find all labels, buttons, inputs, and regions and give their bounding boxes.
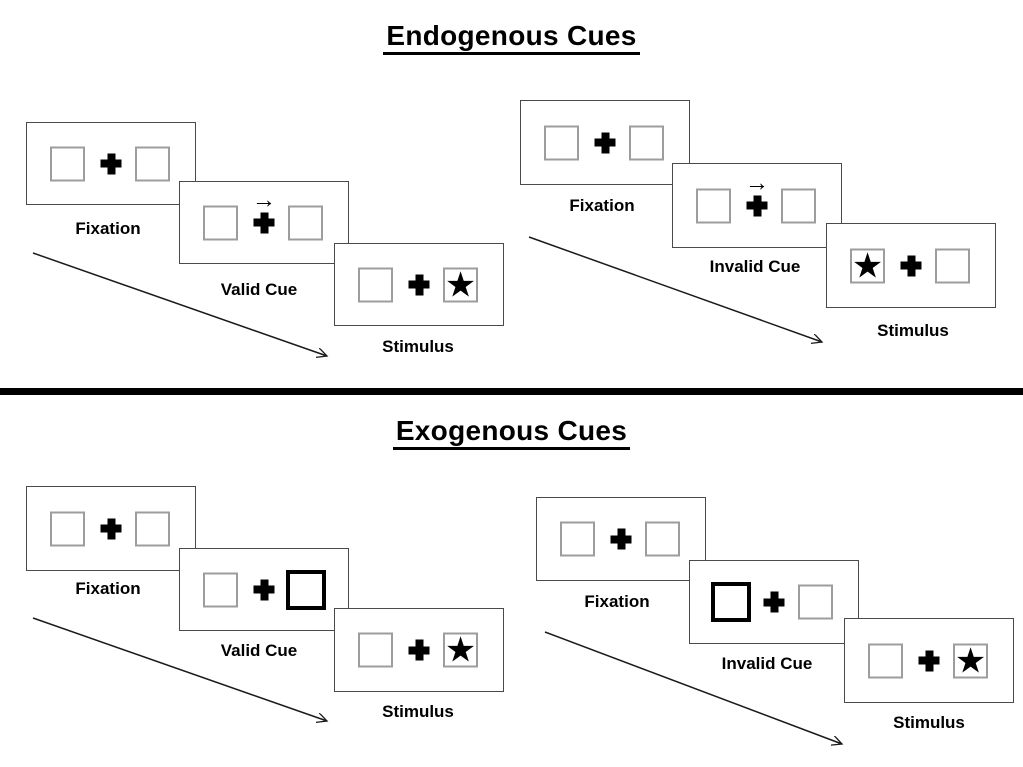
- panel-endogenous-invalid-fixation: [520, 100, 690, 185]
- fixation-cross: [409, 640, 430, 661]
- panel-label: Fixation: [584, 592, 650, 611]
- fixation-cross: [409, 274, 430, 295]
- panel-endogenous-invalid-stimulus: ★: [826, 223, 996, 308]
- fixation-cross: [611, 529, 632, 550]
- panel-label: Fixation: [75, 579, 141, 598]
- target-box-left: ★: [850, 248, 885, 283]
- target-box-right: ★: [443, 267, 478, 302]
- fixation-cross-icon: [901, 255, 922, 276]
- section-title-exogenous: Exogenous Cues: [0, 415, 1023, 450]
- placeholder-box-right: [135, 511, 170, 546]
- panel-label: Stimulus: [382, 337, 454, 356]
- section-title-endogenous-text: Endogenous Cues: [383, 20, 640, 55]
- central-cue: →: [745, 171, 769, 216]
- panel-label: Valid Cue: [220, 641, 298, 660]
- panel-exogenous-invalid-cue: [689, 560, 859, 644]
- fixation-cross-icon: [101, 518, 122, 539]
- fixation-cross: [901, 255, 922, 276]
- target-box-right: ★: [443, 630, 478, 670]
- placeholder-box-right: [629, 125, 664, 160]
- section-title-exogenous-text: Exogenous Cues: [392, 415, 631, 450]
- panel-exogenous-valid-cue: [179, 548, 349, 631]
- star-icon: ★: [444, 630, 477, 670]
- panel-label: Invalid Cue: [721, 654, 813, 673]
- panel-label: Stimulus: [877, 321, 949, 340]
- placeholder-box-right: [781, 188, 816, 223]
- panel-label: Stimulus: [382, 702, 454, 721]
- placeholder-box-left: [358, 267, 393, 302]
- placeholder-box-left: [358, 632, 393, 668]
- fixation-cross-icon: [919, 650, 940, 671]
- panel-exogenous-invalid-fixation: [536, 497, 706, 581]
- placeholder-box-left: [50, 511, 85, 546]
- fixation-cross: [254, 579, 275, 600]
- panel-label: Invalid Cue: [709, 257, 801, 276]
- timeline-arrow-endogenous-valid: [32, 252, 327, 356]
- panel-exogenous-invalid-stimulus: ★: [844, 618, 1014, 703]
- fixation-cross-icon: [409, 274, 430, 295]
- fixation-cross-icon: [254, 212, 275, 233]
- fixation-cross-icon: [595, 132, 616, 153]
- cue-arrow-icon: →: [745, 169, 769, 196]
- timeline-arrow-exogenous-valid: [32, 617, 327, 721]
- fixation-cross-icon: [254, 579, 275, 600]
- fixation-cross-icon: [747, 195, 768, 216]
- fixation-cross: [764, 592, 785, 613]
- placeholder-box-left: [203, 572, 238, 607]
- fixation-cross-icon: [764, 592, 785, 613]
- target-box-right: ★: [953, 643, 988, 678]
- panel-endogenous-valid-fixation: [26, 122, 196, 205]
- panel-label: Fixation: [569, 196, 635, 215]
- panel-label: Stimulus: [893, 713, 965, 732]
- panel-endogenous-valid-cue: →: [179, 181, 349, 264]
- cue-box-right: [286, 569, 326, 610]
- placeholder-box-right: [935, 248, 970, 283]
- placeholder-box-right: [288, 205, 323, 240]
- star-icon: ★: [954, 641, 987, 680]
- placeholder-box-left: [868, 643, 903, 678]
- star-icon: ★: [851, 246, 884, 285]
- fixation-cross-icon: [101, 153, 122, 174]
- timeline-arrow-endogenous-invalid: [528, 236, 822, 342]
- fixation-cross: [101, 518, 122, 539]
- fixation-cross-icon: [611, 529, 632, 550]
- cue-arrow-icon: →: [252, 186, 276, 213]
- placeholder-box-right: [798, 584, 833, 620]
- placeholder-box-left: [203, 205, 238, 240]
- section-title-endogenous: Endogenous Cues: [0, 20, 1023, 55]
- panel-endogenous-invalid-cue: →: [672, 163, 842, 248]
- central-cue: →: [252, 188, 276, 233]
- cue-box-left: [711, 582, 751, 622]
- fixation-cross-icon: [409, 640, 430, 661]
- timeline-arrow-exogenous-invalid: [544, 631, 842, 744]
- placeholder-box-right: [135, 146, 170, 181]
- placeholder-box-left: [560, 521, 595, 557]
- panel-exogenous-valid-fixation: [26, 486, 196, 571]
- star-icon: ★: [444, 265, 477, 304]
- placeholder-box-left: [544, 125, 579, 160]
- panel-label: Fixation: [75, 219, 141, 238]
- placeholder-box-left: [696, 188, 731, 223]
- panel-label: Valid Cue: [220, 280, 298, 299]
- panel-endogenous-valid-stimulus: ★: [334, 243, 504, 326]
- section-divider: [0, 388, 1023, 395]
- fixation-cross: [595, 132, 616, 153]
- placeholder-box-left: [50, 146, 85, 181]
- fixation-cross: [101, 153, 122, 174]
- fixation-cross: [919, 650, 940, 671]
- panel-exogenous-valid-stimulus: ★: [334, 608, 504, 692]
- placeholder-box-right: [645, 521, 680, 557]
